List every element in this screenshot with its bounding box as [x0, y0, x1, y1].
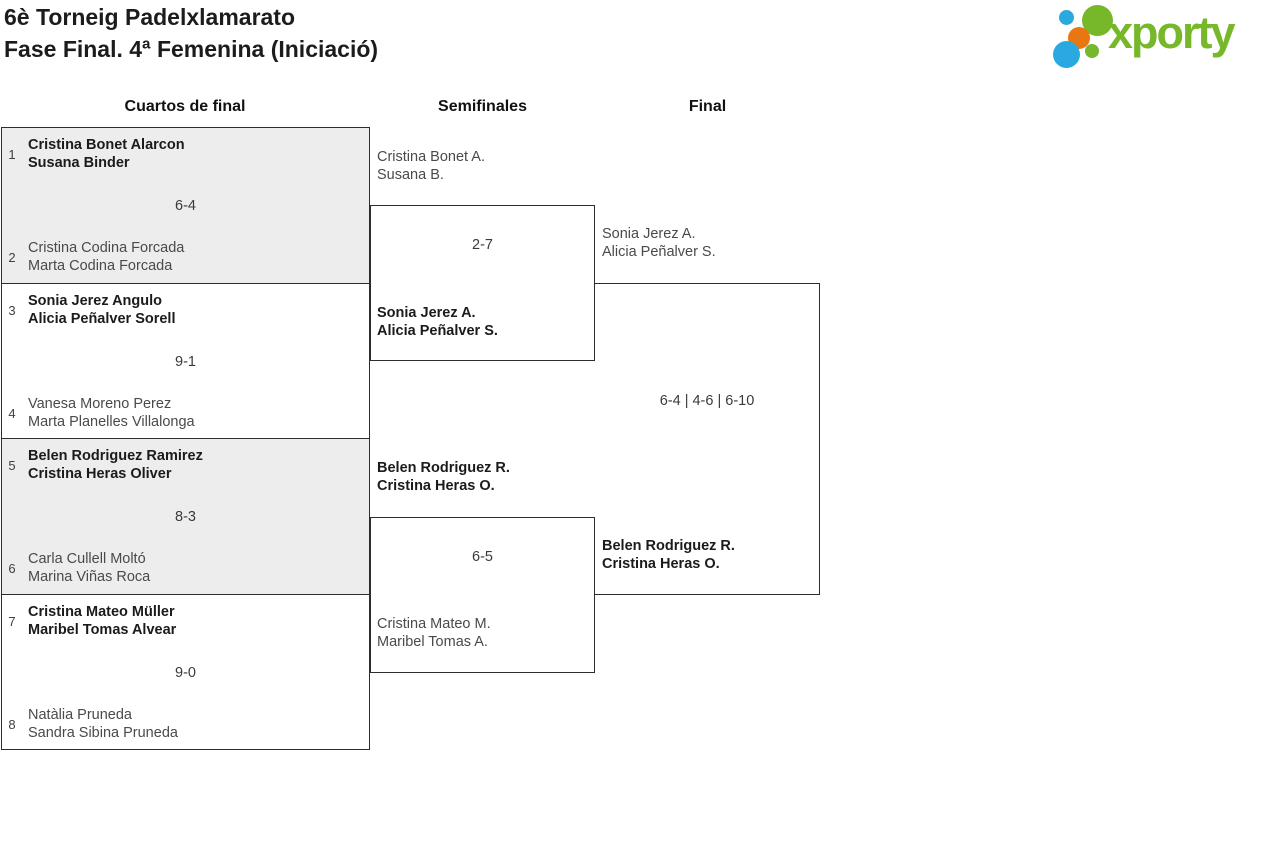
- match-score: 9-1: [175, 354, 196, 370]
- team-names: Cristina Codina Forcada Marta Codina For…: [22, 239, 184, 275]
- match-score: 6-4 | 4-6 | 6-10: [659, 393, 755, 409]
- player-name: Susana Binder: [28, 155, 130, 171]
- match-score: 8-3: [175, 509, 196, 525]
- round-header-final: Final: [688, 98, 727, 115]
- player-name: Natàlia Pruneda: [28, 707, 132, 723]
- team-row: 2 Cristina Codina Forcada Marta Codina F…: [2, 239, 369, 275]
- xporty-logo: xporty: [1048, 3, 1278, 68]
- player-name: Sandra Sibina Pruneda: [28, 725, 178, 741]
- team-row: 4 Vanesa Moreno Perez Marta Planelles Vi…: [2, 395, 369, 431]
- player-name: Sonia Jerez A.: [602, 226, 696, 242]
- seed-number: 8: [8, 716, 16, 732]
- player-name: Carla Cullell Moltó: [28, 551, 146, 567]
- match-final: 6-4 | 4-6 | 6-10: [595, 283, 820, 595]
- team-row: 7 Cristina Mateo Müller Maribel Tomas Al…: [2, 603, 369, 639]
- player-name: Cristina Bonet Alarcon: [28, 137, 185, 153]
- team-names: Belen Rodriguez R. Cristina Heras O.: [602, 537, 735, 573]
- page-title: 6è Torneig Padelxlamarato: [4, 4, 296, 30]
- match-semifinal-2: 6-5: [370, 517, 595, 673]
- team-row: 5 Belen Rodriguez Ramirez Cristina Heras…: [2, 447, 369, 483]
- logo-brand-text: xporty: [1108, 7, 1236, 58]
- player-name: Belen Rodriguez R.: [602, 538, 735, 554]
- page-subtitle: Fase Final. 4ª Femenina (Iniciació): [4, 36, 379, 62]
- player-name: Maribel Tomas Alvear: [28, 622, 177, 638]
- match-semifinal-1: 2-7: [370, 205, 595, 361]
- logo-dot-icon: [1059, 10, 1074, 25]
- round-header-semifinals: Semifinales: [438, 98, 527, 115]
- match-score: 9-0: [175, 665, 196, 681]
- player-name: Marta Planelles Villalonga: [28, 414, 195, 430]
- player-name: Cristina Heras Oliver: [28, 466, 172, 482]
- player-name: Cristina Mateo M.: [377, 616, 491, 632]
- team-names: Cristina Bonet Alarcon Susana Binder: [22, 136, 185, 172]
- team-names: Belen Rodriguez R. Cristina Heras O.: [377, 459, 510, 495]
- player-name: Cristina Heras O.: [602, 556, 720, 572]
- team-names: Cristina Mateo Müller Maribel Tomas Alve…: [22, 603, 176, 639]
- seed-number: 1: [8, 146, 16, 162]
- seed-number: 7: [8, 613, 16, 629]
- seed-number: 5: [8, 457, 16, 473]
- team-names: Sonia Jerez Angulo Alicia Peñalver Sorel…: [22, 292, 176, 328]
- match-score: 6-5: [472, 549, 493, 565]
- player-name: Sonia Jerez Angulo: [28, 293, 163, 309]
- team-names: Sonia Jerez A. Alicia Peñalver S.: [602, 225, 716, 261]
- team-row: 8 Natàlia Pruneda Sandra Sibina Pruneda: [2, 706, 369, 742]
- player-name: Alicia Peñalver S.: [602, 244, 716, 260]
- logo-dot-icon: [1053, 41, 1080, 68]
- seed-number: 6: [8, 560, 16, 576]
- player-name: Maribel Tomas A.: [377, 634, 488, 650]
- seed-number: 4: [8, 405, 16, 421]
- player-name: Susana B.: [377, 167, 444, 183]
- player-name: Marina Viñas Roca: [28, 569, 151, 585]
- team-row: 6 Carla Cullell Moltó Marina Viñas Roca: [2, 550, 369, 586]
- player-name: Cristina Bonet A.: [377, 149, 485, 165]
- team-names: Carla Cullell Moltó Marina Viñas Roca: [22, 550, 150, 586]
- team-row: 1 Cristina Bonet Alarcon Susana Binder: [2, 136, 369, 172]
- round-header-quarterfinals: Cuartos de final: [124, 98, 246, 115]
- player-name: Vanesa Moreno Perez: [28, 396, 172, 412]
- match-quarterfinal-4: 7 Cristina Mateo Müller Maribel Tomas Al…: [1, 594, 370, 750]
- team-names: Belen Rodriguez Ramirez Cristina Heras O…: [22, 447, 203, 483]
- player-name: Belen Rodriguez R.: [377, 460, 510, 476]
- seed-number: 3: [8, 302, 16, 318]
- player-name: Belen Rodriguez Ramirez: [28, 448, 203, 464]
- team-names: Cristina Bonet A. Susana B.: [377, 148, 485, 184]
- match-quarterfinal-1: 1 Cristina Bonet Alarcon Susana Binder 6…: [1, 127, 370, 284]
- match-score: 2-7: [472, 237, 493, 253]
- player-name: Cristina Codina Forcada: [28, 240, 185, 256]
- team-names: Cristina Mateo M. Maribel Tomas A.: [377, 615, 491, 651]
- match-quarterfinal-3: 5 Belen Rodriguez Ramirez Cristina Heras…: [1, 438, 370, 595]
- seed-number: 2: [8, 249, 16, 265]
- team-row: 3 Sonia Jerez Angulo Alicia Peñalver Sor…: [2, 292, 369, 328]
- team-names: Natàlia Pruneda Sandra Sibina Pruneda: [22, 706, 178, 742]
- team-names: Vanesa Moreno Perez Marta Planelles Vill…: [22, 395, 195, 431]
- player-name: Alicia Peñalver S.: [377, 323, 498, 339]
- player-name: Sonia Jerez A.: [377, 305, 476, 321]
- logo-dot-icon: [1085, 44, 1099, 58]
- player-name: Alicia Peñalver Sorell: [28, 311, 176, 327]
- player-name: Cristina Mateo Müller: [28, 604, 175, 620]
- match-score: 6-4: [175, 198, 196, 214]
- match-quarterfinal-2: 3 Sonia Jerez Angulo Alicia Peñalver Sor…: [1, 283, 370, 439]
- team-names: Sonia Jerez A. Alicia Peñalver S.: [377, 304, 498, 340]
- player-name: Cristina Heras O.: [377, 478, 495, 494]
- player-name: Marta Codina Forcada: [28, 258, 173, 274]
